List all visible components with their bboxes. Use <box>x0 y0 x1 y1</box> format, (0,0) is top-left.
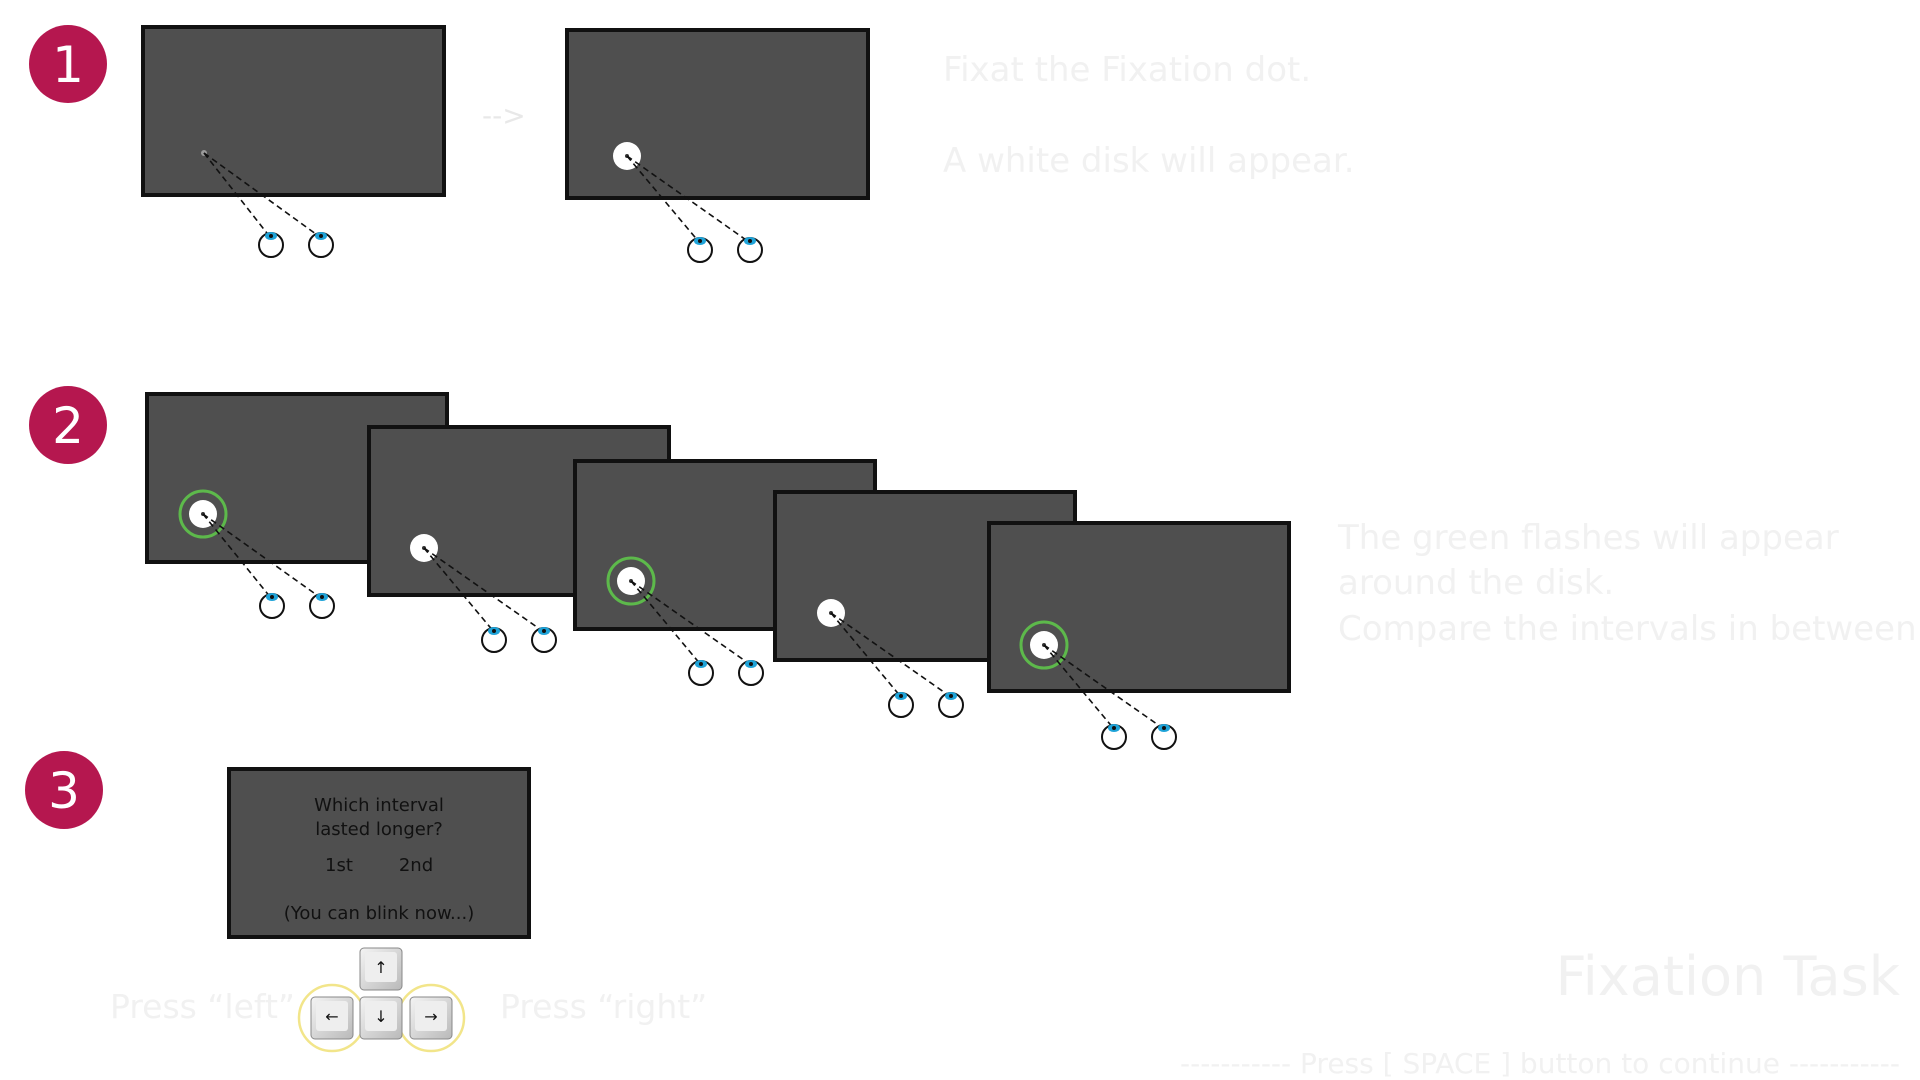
left-eye-icon <box>258 232 284 258</box>
right-eye-icon <box>938 692 964 718</box>
left-eye-icon <box>481 627 507 653</box>
left-eye-icon <box>688 660 714 686</box>
right-arrow-icon: → <box>424 1007 437 1026</box>
green-flash-ring <box>606 556 656 606</box>
right-eye-icon <box>531 627 557 653</box>
green-flash-ring <box>1019 620 1069 670</box>
left-arrow-key[interactable]: ← <box>310 996 354 1040</box>
right-arrow-key[interactable]: → <box>409 996 453 1040</box>
up-arrow-key[interactable]: ↑ <box>359 947 403 991</box>
step3-response-screen: Which interval lasted longer? 1st 2nd (Y… <box>227 767 531 939</box>
left-eye-icon <box>687 237 713 263</box>
step-3-badge: 3 <box>25 751 103 829</box>
step1-instruction-line1: Fixat the Fixation dot. <box>943 50 1311 90</box>
question-line2: lasted longer? <box>315 819 443 840</box>
continue-prompt: ----------- Press [ SPACE ] button to co… <box>1180 1047 1900 1080</box>
green-flash-ring <box>178 489 228 539</box>
right-eye-icon <box>309 593 335 619</box>
down-arrow-icon: ↓ <box>374 1007 387 1026</box>
slide-title: Fixation Task <box>1556 945 1901 1008</box>
option-1st: 1st <box>325 855 353 876</box>
step2-instruction-line3: Compare the intervals in between. <box>1338 609 1920 649</box>
right-eye-icon <box>738 660 764 686</box>
step-3-number: 3 <box>48 762 80 820</box>
left-arrow-icon: ← <box>325 1007 338 1026</box>
step-1-number: 1 <box>52 36 84 94</box>
blink-note: (You can blink now...) <box>284 903 475 924</box>
step1-screen-white-disk <box>565 28 870 263</box>
question-line1: Which interval <box>314 795 444 816</box>
option-2nd: 2nd <box>399 855 433 876</box>
step2-instruction-line2: around the disk. <box>1338 563 1614 603</box>
step1-instruction-line2: A white disk will appear. <box>943 141 1355 181</box>
step-2-number: 2 <box>52 397 84 455</box>
left-eye-icon <box>888 692 914 718</box>
up-arrow-icon: ↑ <box>374 958 387 977</box>
left-eye-icon <box>1101 724 1127 750</box>
right-eye-icon <box>308 232 334 258</box>
press-right-label: Press “right” <box>500 987 707 1026</box>
step1-screen-fixation-dot <box>141 25 446 258</box>
step1-arrow: --> <box>482 99 526 132</box>
left-eye-icon <box>259 593 285 619</box>
press-left-label: Press “left” <box>110 987 295 1026</box>
down-arrow-key[interactable]: ↓ <box>359 996 403 1040</box>
right-eye-icon <box>1151 724 1177 750</box>
right-eye-icon <box>737 237 763 263</box>
step-2-badge: 2 <box>29 386 107 464</box>
step2-instruction-line1: The green flashes will appear <box>1337 518 1839 558</box>
step-1-badge: 1 <box>29 25 107 103</box>
step2-screen-5 <box>987 521 1291 750</box>
